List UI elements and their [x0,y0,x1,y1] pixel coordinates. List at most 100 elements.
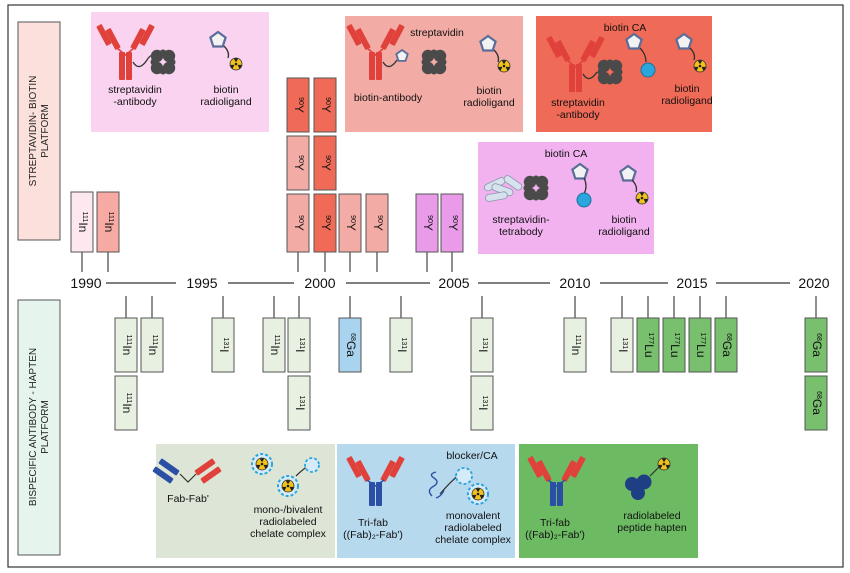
isotope-y90-box: 90Y [286,135,310,191]
b2-complex-label-2: radiolabeled [444,522,501,534]
svg-text:68Ga: 68Ga [810,333,824,357]
panel-streptavidin-tetrabody: biotin CA streptavidin- tetrabody biotin… [478,142,654,254]
isotope-symbol: In [76,222,90,232]
peptide-hapten-icon [625,457,671,500]
panel1-antibody-label-2: -antibody [113,96,157,108]
b3-antibody-label-2: ((Fab)₂-Fab') [525,529,585,541]
svg-text:111In: 111In [102,212,116,233]
isotope-in111-box: 111In [262,317,286,373]
svg-text:131I: 131I [476,395,490,410]
isotope-i131-box: 131I [287,317,311,373]
top-platform-line2: PLATFORM [40,104,51,158]
isotope-y90-box: 90Y [338,193,362,253]
svg-text:68Ga: 68Ga [720,333,734,357]
svg-text:177Lu: 177Lu [642,332,656,357]
svg-text:68Ga: 68Ga [344,333,358,357]
svg-text:90Y: 90Y [292,97,306,113]
isotope-i131-box: 131I [211,317,235,373]
svg-text:90Y: 90Y [319,215,333,231]
b3-complex-label-1: radiolabeled [623,510,680,522]
panel2-top-label: streptavidin [410,27,464,39]
panel-streptavidin-antibody-biotin-ca: biotin CA streptavidin -antibody biotin … [536,16,713,132]
panel-fab-fab: Fab-Fab' mono-/bivalent radiolabeled che… [152,444,335,558]
svg-text:131I: 131I [476,337,490,352]
timeline-axis: 1990 1995 2000 2005 2010 2015 2020 [70,275,829,291]
panel1-antibody-label-1: streptavidin [108,84,162,96]
isotope-y90-box: 90Y [313,193,337,253]
panel3-antibody-label-1: streptavidin [551,97,605,109]
year-2005: 2005 [438,275,469,291]
b1-complex-label-1: mono-/bivalent [254,504,323,516]
panel-tri-fab-chelate: blocker/CA Tri-fab ((Fab)₂-Fab') monoval… [337,444,515,558]
isotope-y90-box: 90Y [415,193,439,253]
biotin-ca-icon [625,32,656,78]
panel3-ligand-label-1: biotin [674,83,699,95]
b1-antibody-label: Fab-Fab' [167,493,209,505]
tetrabody-icon [484,175,523,202]
panel4-antibody-label-1: streptavidin- [492,214,550,226]
panel1-ligand-label-2: radioligand [200,96,252,108]
isotope-in111-box: 111In [70,191,94,253]
isotope-y90-box: 90Y [313,135,337,191]
biotin-radioligand-icon [675,32,707,73]
top-isotopes: 111In 111In 90Y 90Y 90Y 90Y [70,77,464,253]
svg-text:131I: 131I [616,337,630,352]
biotin-radioligand-icon [619,164,649,205]
svg-text:131I: 131I [293,395,307,410]
fab-fab-antibody-icon [152,458,222,484]
panel2-ligand-label-1: biotin [476,85,501,97]
isotope-i131-box: 131I [287,375,311,431]
isotope-y90-box: 90Y [286,193,310,253]
blocker-ca-icon [428,467,473,499]
svg-text:90Y: 90Y [319,155,333,171]
svg-text:90Y: 90Y [344,215,358,231]
panel4-ligand-label-1: biotin [611,214,636,226]
isotope-ga68-box: 68Ga [714,317,738,373]
isotope-in111-box: 111In [96,191,120,253]
b2-top-label: blocker/CA [446,450,497,462]
panel3-ligand-label-2: radioligand [661,95,713,107]
isotope-i131-box: 131I [610,317,634,373]
biotin-radioligand-icon [209,30,243,71]
panel-tri-fab-peptide-hapten: Tri-fab ((Fab)₂-Fab') radiolabeled pepti… [519,444,698,558]
streptavidin-biotin-platform-label: STREPTAVIDIN- BIOTIN PLATFORM [17,21,61,241]
panel3-antibody-label-2: -antibody [556,109,600,121]
b2-complex-label-3: chelate complex [435,534,512,546]
panel4-top-label: biotin CA [545,148,588,160]
svg-text:68Ga: 68Ga [810,391,824,415]
isotope-y90-box: 90Y [365,193,389,253]
bispecific-antibody-hapten-platform-label: BISPECIFIC ANTIBODY - HAPTEN PLATFORM [17,299,61,556]
svg-text:111In: 111In [76,212,90,233]
svg-text:177Lu: 177Lu [694,332,708,357]
isotope-mass: 111 [81,212,88,223]
b1-complex-label-3: chelate complex [250,528,327,540]
isotope-in111-box: 111In [563,317,587,373]
tri-fab-antibody-icon [527,456,586,506]
biotin-ca-icon [571,162,592,208]
bottom-stems [125,296,817,318]
svg-text:90Y: 90Y [319,97,333,113]
b2-complex-label-1: monovalent [446,510,500,522]
svg-text:90Y: 90Y [292,155,306,171]
chelate-complex-icon [252,454,320,496]
isotope-y90-box: 90Y [286,77,310,133]
svg-text:111In: 111In [268,335,282,356]
panel1-ligand-label-1: biotin [213,84,238,96]
isotope-i131-box: 131I [389,317,413,373]
isotope-y90-box: 90Y [313,77,337,133]
outer-frame [7,4,844,568]
svg-text:111In: 111In [120,335,134,356]
isotope-i131-box: 131I [470,375,494,431]
isotope-lu177-box: 177Lu [688,317,712,373]
top-platform-line1: STREPTAVIDIN- BIOTIN [28,76,39,187]
biotin-radioligand-icon [479,34,511,73]
svg-text:131I: 131I [217,337,231,352]
panel4-ligand-label-2: radioligand [598,226,650,238]
year-1995: 1995 [186,275,217,291]
year-2000: 2000 [304,275,335,291]
b1-complex-label-2: radiolabeled [259,516,316,528]
svg-text:111In: 111In [120,393,134,414]
svg-text:90Y: 90Y [421,215,435,231]
b3-antibody-label-1: Tri-fab [540,517,570,529]
